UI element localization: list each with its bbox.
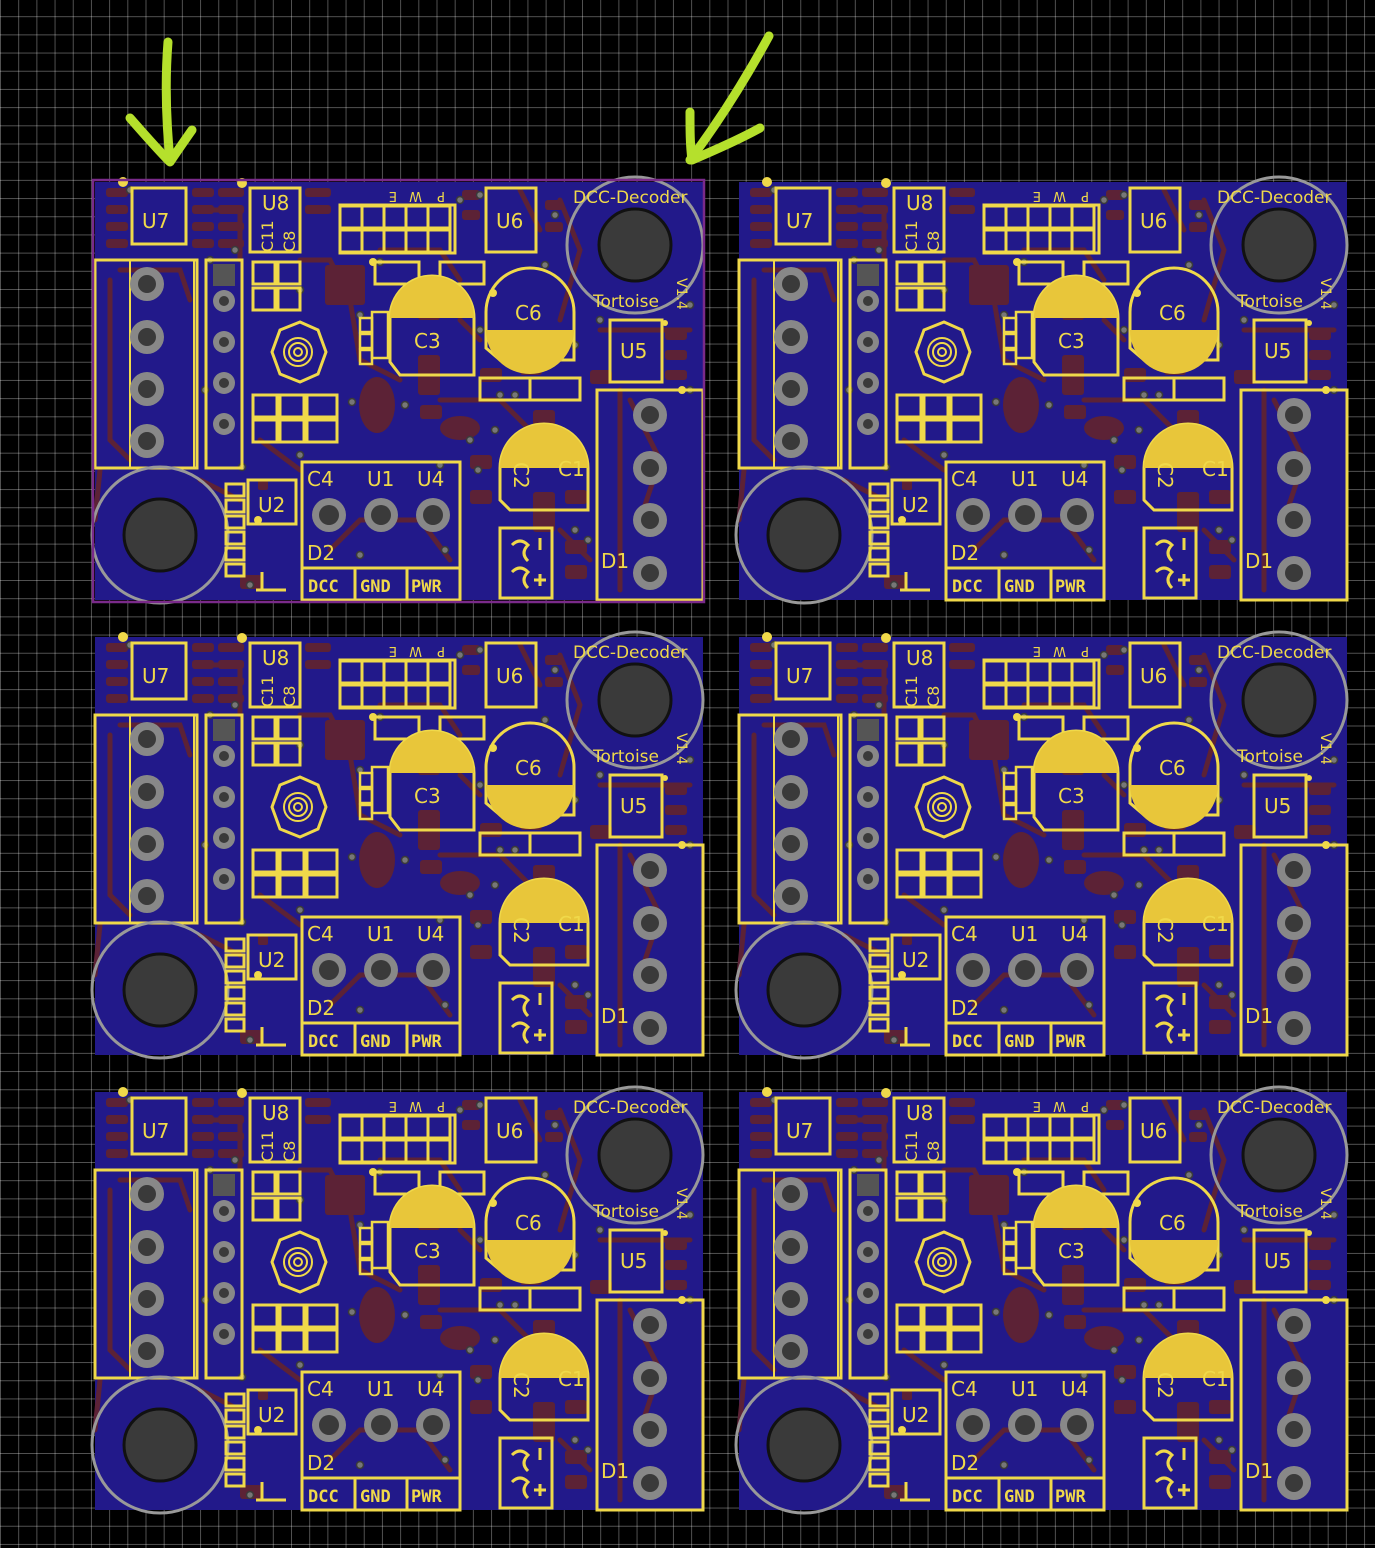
pcb-board-5[interactable] — [92, 1087, 703, 1513]
pcb-board-2[interactable] — [736, 177, 1347, 603]
pcb-board-3[interactable] — [92, 632, 703, 1058]
arrow-down-icon — [125, 37, 197, 167]
arrow-down-left-icon — [685, 31, 774, 165]
pcb-board-1[interactable] — [92, 177, 703, 603]
pcb-board-6[interactable] — [736, 1087, 1347, 1513]
pcb-board-4[interactable] — [736, 632, 1347, 1058]
selected-board-outline — [91, 178, 706, 604]
board-panel[interactable] — [92, 177, 1347, 1513]
